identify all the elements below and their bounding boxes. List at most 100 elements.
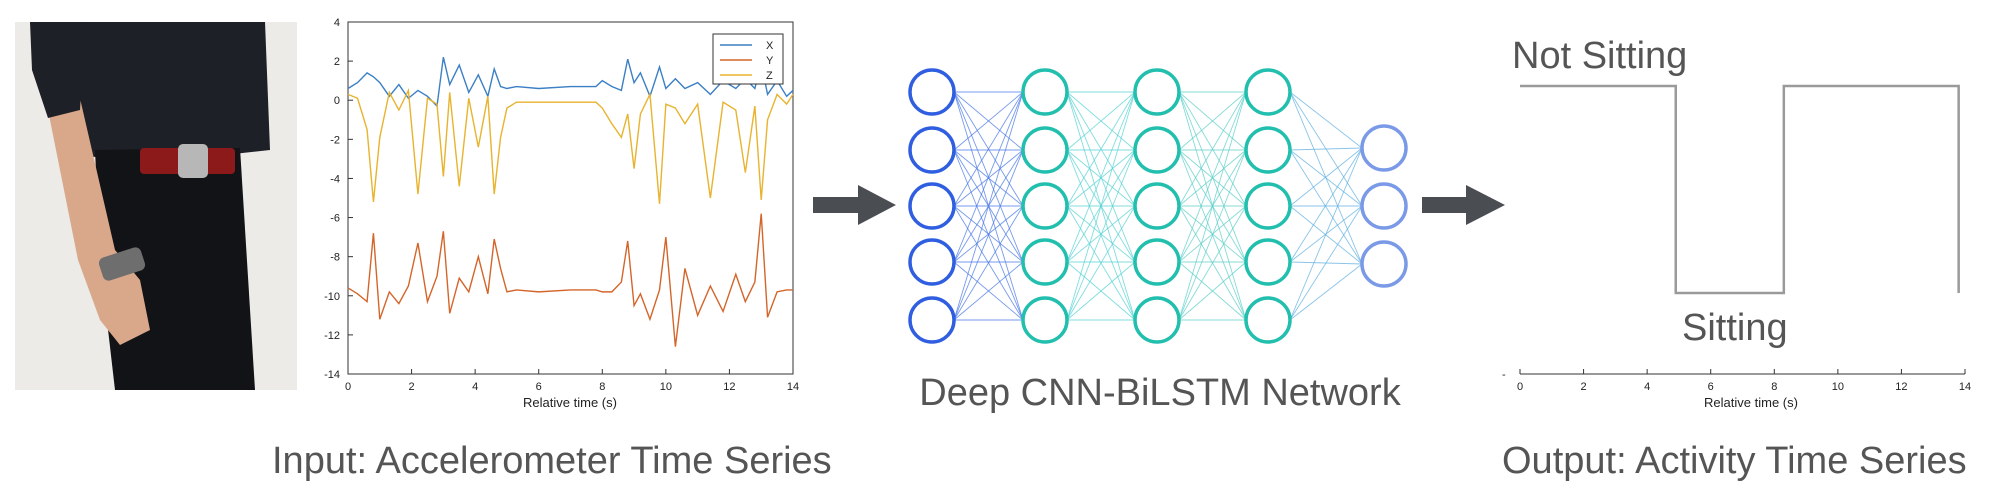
input-node: [908, 238, 956, 286]
y-tick-label: 0: [334, 95, 340, 107]
y-tick-label: -12: [324, 330, 340, 342]
hidden-node: [1133, 238, 1181, 286]
hidden-node: [1021, 296, 1069, 344]
x-tick-label: 10: [1832, 381, 1844, 393]
x-tick-label: 6: [1708, 381, 1714, 393]
output-caption: Output: Activity Time Series: [1502, 440, 1967, 482]
x-tick-label: 0: [345, 381, 351, 393]
input-node: [908, 296, 956, 344]
arrow-right-icon: [1422, 185, 1505, 225]
network-edge: [1178, 91, 1247, 151]
state-label-sitting: Sitting: [1682, 307, 1788, 349]
network-edge: [1066, 205, 1136, 321]
input-node: [908, 182, 956, 230]
plot-frame: [347, 21, 794, 375]
series-lines: [347, 57, 794, 347]
network-edge: [1178, 91, 1247, 207]
input-node: [908, 68, 956, 116]
y-tick-label: 4: [334, 17, 340, 29]
network-edge: [953, 205, 1024, 321]
x-tick-label: 10: [660, 381, 672, 393]
legend-label-y: Y: [766, 55, 774, 67]
x-tick-label: 4: [1644, 381, 1650, 393]
hidden-node: [1244, 238, 1292, 286]
network-connections: [953, 91, 1363, 321]
y-tick-label: -8: [330, 252, 340, 264]
hidden-node: [1133, 296, 1181, 344]
y-tick-label: -10: [324, 291, 340, 303]
hidden-node: [1021, 182, 1069, 230]
network-edge: [953, 91, 1024, 207]
hidden-node: [1133, 126, 1181, 174]
network-edge: [1066, 149, 1136, 321]
legend-label-x: X: [766, 40, 774, 52]
series-line-z: [347, 87, 794, 204]
hidden-node: [1244, 68, 1292, 116]
series-line-x: [347, 57, 794, 108]
network-edge: [1066, 91, 1136, 263]
x-tick-label: 12: [1895, 381, 1907, 393]
hidden-node: [1133, 182, 1181, 230]
person-photo: [15, 22, 297, 390]
network-edge: [953, 91, 1024, 321]
legend-label-z: Z: [766, 70, 773, 82]
waist-sensor: [178, 144, 208, 178]
network-edge: [1066, 91, 1136, 207]
legend: X Y Z: [712, 33, 784, 85]
output-node: [1360, 182, 1408, 230]
arrow-right-icon: [813, 185, 896, 225]
input-caption: Input: Accelerometer Time Series: [272, 440, 832, 482]
y-tick-dash: -: [1502, 369, 1506, 381]
hidden-node: [1021, 238, 1069, 286]
x-tick-label: 2: [1581, 381, 1587, 393]
network-edge: [1178, 149, 1247, 321]
x-tick-label: 14: [1959, 381, 1971, 393]
network-edge: [1289, 91, 1363, 149]
output-node: [1360, 124, 1408, 172]
x-tick-label: 4: [472, 381, 478, 393]
network-nodes: [908, 68, 1408, 344]
hidden-node: [1021, 68, 1069, 116]
neural-network-diagram: [908, 68, 1408, 344]
network-edge: [1289, 149, 1363, 265]
network-edge: [953, 261, 1024, 321]
x-axis-title: Relative time (s): [523, 395, 617, 410]
network-edge: [1178, 91, 1247, 263]
network-edge: [1289, 149, 1363, 207]
network-edge: [1289, 263, 1363, 321]
y-tick-label: -14: [324, 369, 340, 381]
hidden-node: [1021, 126, 1069, 174]
state-label-not-sitting: Not Sitting: [1512, 35, 1687, 77]
network-edge: [1289, 147, 1363, 321]
network-edge: [953, 91, 1024, 151]
network-edge: [1289, 147, 1363, 207]
output-node: [1360, 240, 1408, 288]
y-tick-label: -2: [330, 134, 340, 146]
network-edge: [1178, 261, 1247, 321]
x-tick-label: 14: [787, 381, 799, 393]
network-edge: [1066, 91, 1136, 151]
x-tick-label: 2: [409, 381, 415, 393]
network-edge: [1178, 91, 1247, 321]
x-tick-label: 6: [536, 381, 542, 393]
network-edge: [1066, 91, 1136, 321]
network-edge: [953, 149, 1024, 321]
network-caption: Deep CNN-BiLSTM Network: [919, 372, 1401, 414]
hidden-node: [1244, 296, 1292, 344]
network-edge: [1066, 261, 1136, 321]
y-tick-label: -6: [330, 213, 340, 225]
activity-state-line: [1520, 84, 1960, 295]
hidden-node: [1244, 182, 1292, 230]
x-axis-title: Relative time (s): [1704, 395, 1798, 410]
series-line-y: [347, 213, 793, 347]
network-edge: [1289, 205, 1363, 321]
hidden-node: [1244, 126, 1292, 174]
network-edge: [1289, 147, 1363, 151]
x-tick-label: 12: [723, 381, 735, 393]
y-tick-label: 2: [334, 56, 340, 68]
y-tick-label: -4: [330, 173, 340, 185]
